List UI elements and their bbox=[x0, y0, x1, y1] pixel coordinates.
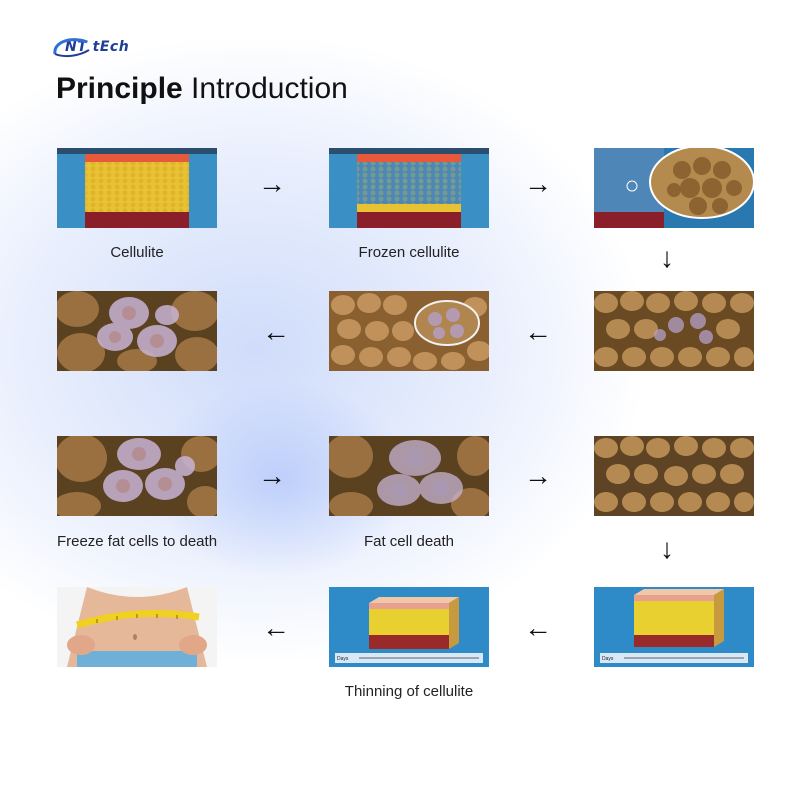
brand-logo: NT tEch bbox=[53, 34, 130, 60]
step-2-image bbox=[329, 148, 489, 228]
step-1-image bbox=[57, 148, 217, 228]
step-9-image bbox=[594, 436, 754, 516]
arrow-left-2: ← bbox=[524, 316, 552, 347]
arrow-right-2: → bbox=[524, 168, 552, 199]
timeline-label-2: Days bbox=[337, 656, 349, 662]
arrow-right-3: → bbox=[258, 460, 286, 491]
arrow-down-2: ↓ bbox=[660, 533, 674, 564]
step-1-caption: Cellulite bbox=[110, 244, 164, 261]
arrow-left-1: ← bbox=[262, 316, 290, 347]
arrow-left-3: ← bbox=[262, 612, 290, 643]
step-6-image bbox=[57, 291, 217, 371]
step-8-image bbox=[329, 436, 489, 516]
step-5-image bbox=[329, 291, 489, 371]
page-title: Principle Introduction bbox=[56, 72, 348, 106]
step-3-image bbox=[594, 148, 754, 228]
title-bold: Principle bbox=[56, 72, 183, 105]
logo-text: NT tEch bbox=[65, 39, 130, 55]
arrow-right-1: → bbox=[258, 168, 286, 199]
step-10-image: Days bbox=[594, 587, 754, 667]
step-11-caption: Thinning of cellulite bbox=[344, 683, 474, 700]
step-2-caption: Frozen cellulite bbox=[358, 244, 460, 261]
arrow-left-4: ← bbox=[524, 612, 552, 643]
step-7-image bbox=[57, 436, 217, 516]
step-7-caption: Freeze fat cells to death bbox=[56, 533, 218, 550]
step-12-image bbox=[57, 587, 217, 667]
timeline-label-1: Days bbox=[602, 656, 614, 662]
step-8-caption: Fat cell death bbox=[363, 533, 455, 550]
arrow-down-1: ↓ bbox=[660, 242, 674, 273]
step-4-image bbox=[594, 291, 754, 371]
title-rest: Introduction bbox=[182, 72, 348, 105]
logo-swoosh-icon bbox=[53, 38, 90, 58]
step-11-image: Days bbox=[329, 587, 489, 667]
arrow-right-4: → bbox=[524, 460, 552, 491]
